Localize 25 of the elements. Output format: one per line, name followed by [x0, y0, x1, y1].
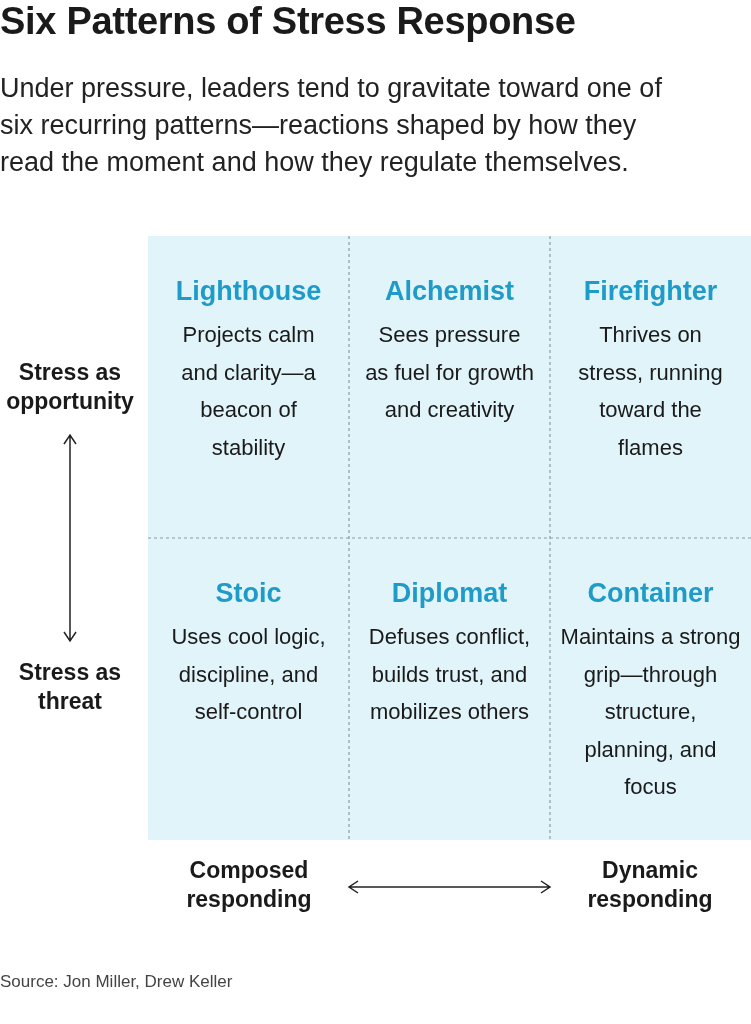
pattern-description: Thrives on stress, running toward the flames: [577, 321, 724, 462]
axis-label: Stress as opportunity: [5, 358, 135, 416]
source-note: Source: Jon Miller, Drew Keller: [0, 971, 233, 993]
pattern-cell: [550, 236, 751, 538]
pattern-description: Uses cool logic, discipline, and self-control: [170, 623, 327, 726]
pattern-name: Container: [587, 577, 714, 610]
pattern-cell: [550, 538, 751, 840]
axis-label: Stress as threat: [17, 658, 123, 716]
pattern-cell: [349, 538, 550, 840]
pattern-cell: [349, 236, 550, 538]
pattern-name: Diplomat: [391, 577, 508, 610]
pattern-description: Projects calm and clarity—a beacon of stability: [180, 321, 317, 462]
pattern-name: Alchemist: [384, 275, 514, 308]
intro-text: Under pressure, leaders tend to gravitate toward one of six recurring patterns—reactions shaped by how they read the moment and how they regulate themselves.: [0, 72, 663, 179]
pattern-description: Maintains a strong grip—through structure, planning, and focus: [560, 623, 741, 801]
axis-label: Dynamic responding: [586, 856, 714, 914]
pattern-description: Sees pressure as fuel for growth and creativity: [364, 321, 535, 424]
pattern-description: Defuses conflict, builds trust, and mobilizes others: [367, 623, 532, 726]
pattern-name: Firefighter: [583, 275, 718, 308]
pattern-name: Stoic: [215, 577, 282, 610]
axis-label: Composed responding: [185, 856, 313, 914]
pattern-name: Lighthouse: [175, 275, 322, 308]
pattern-cell: [148, 538, 349, 840]
pattern-cell: [148, 236, 349, 538]
title: Six Patterns of Stress Response: [0, 0, 576, 43]
